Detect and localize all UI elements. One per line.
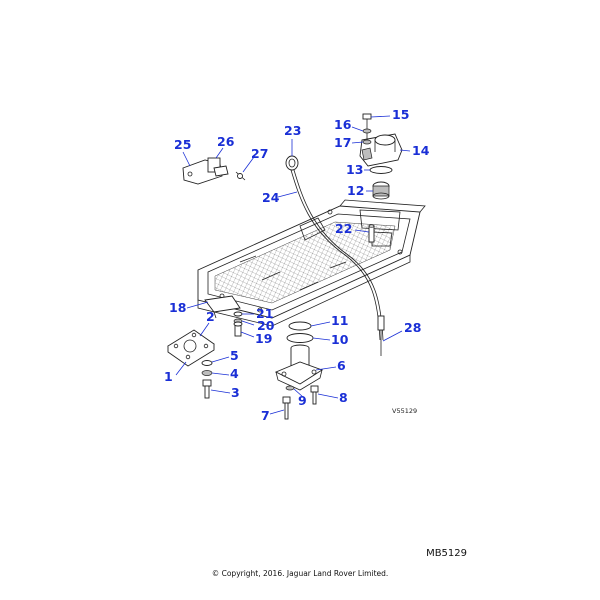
dowel-22 xyxy=(368,224,375,243)
plate-code: V55129 xyxy=(392,407,418,415)
callout-9: 9 xyxy=(298,393,307,408)
callout-22: 22 xyxy=(335,221,353,236)
callout-3: 3 xyxy=(231,385,240,400)
callout-8: 8 xyxy=(339,390,348,405)
callout-13: 13 xyxy=(346,162,364,177)
callout-26: 26 xyxy=(217,134,235,149)
callout-17: 17 xyxy=(334,135,352,150)
leader-lines xyxy=(175,115,411,415)
dipstick-tube xyxy=(285,155,385,356)
callout-10: 10 xyxy=(331,332,349,347)
diagram-reference: MB5129 xyxy=(426,548,467,559)
callout-5: 5 xyxy=(230,348,239,363)
bracket-25 xyxy=(182,157,246,185)
filter-housing xyxy=(359,113,403,200)
callout-1: 1 xyxy=(164,369,173,384)
callout-19: 19 xyxy=(255,331,273,346)
oil-pan xyxy=(197,199,426,327)
plate-18 xyxy=(204,295,243,337)
callout-20: 20 xyxy=(257,318,275,333)
callout-27: 27 xyxy=(251,146,269,161)
callout-2: 2 xyxy=(206,309,215,324)
callout-28: 28 xyxy=(404,320,422,335)
pickup-body xyxy=(274,321,324,420)
copyright-notice: © Copyright, 2016. Jaguar Land Rover Lim… xyxy=(211,569,389,578)
callout-12: 12 xyxy=(347,183,365,198)
cover-plate xyxy=(167,329,215,399)
callout-11: 11 xyxy=(331,313,349,328)
callout-21: 21 xyxy=(256,306,274,321)
callout-16: 16 xyxy=(334,117,352,132)
callout-4: 4 xyxy=(230,366,239,381)
callout-14: 14 xyxy=(412,143,430,158)
callout-25: 25 xyxy=(174,137,192,152)
callout-23: 23 xyxy=(284,123,302,138)
callout-24: 24 xyxy=(262,190,280,205)
callout-6: 6 xyxy=(337,358,346,373)
callout-18: 18 xyxy=(169,300,187,315)
callout-15: 15 xyxy=(392,107,410,122)
callout-7: 7 xyxy=(261,408,270,423)
